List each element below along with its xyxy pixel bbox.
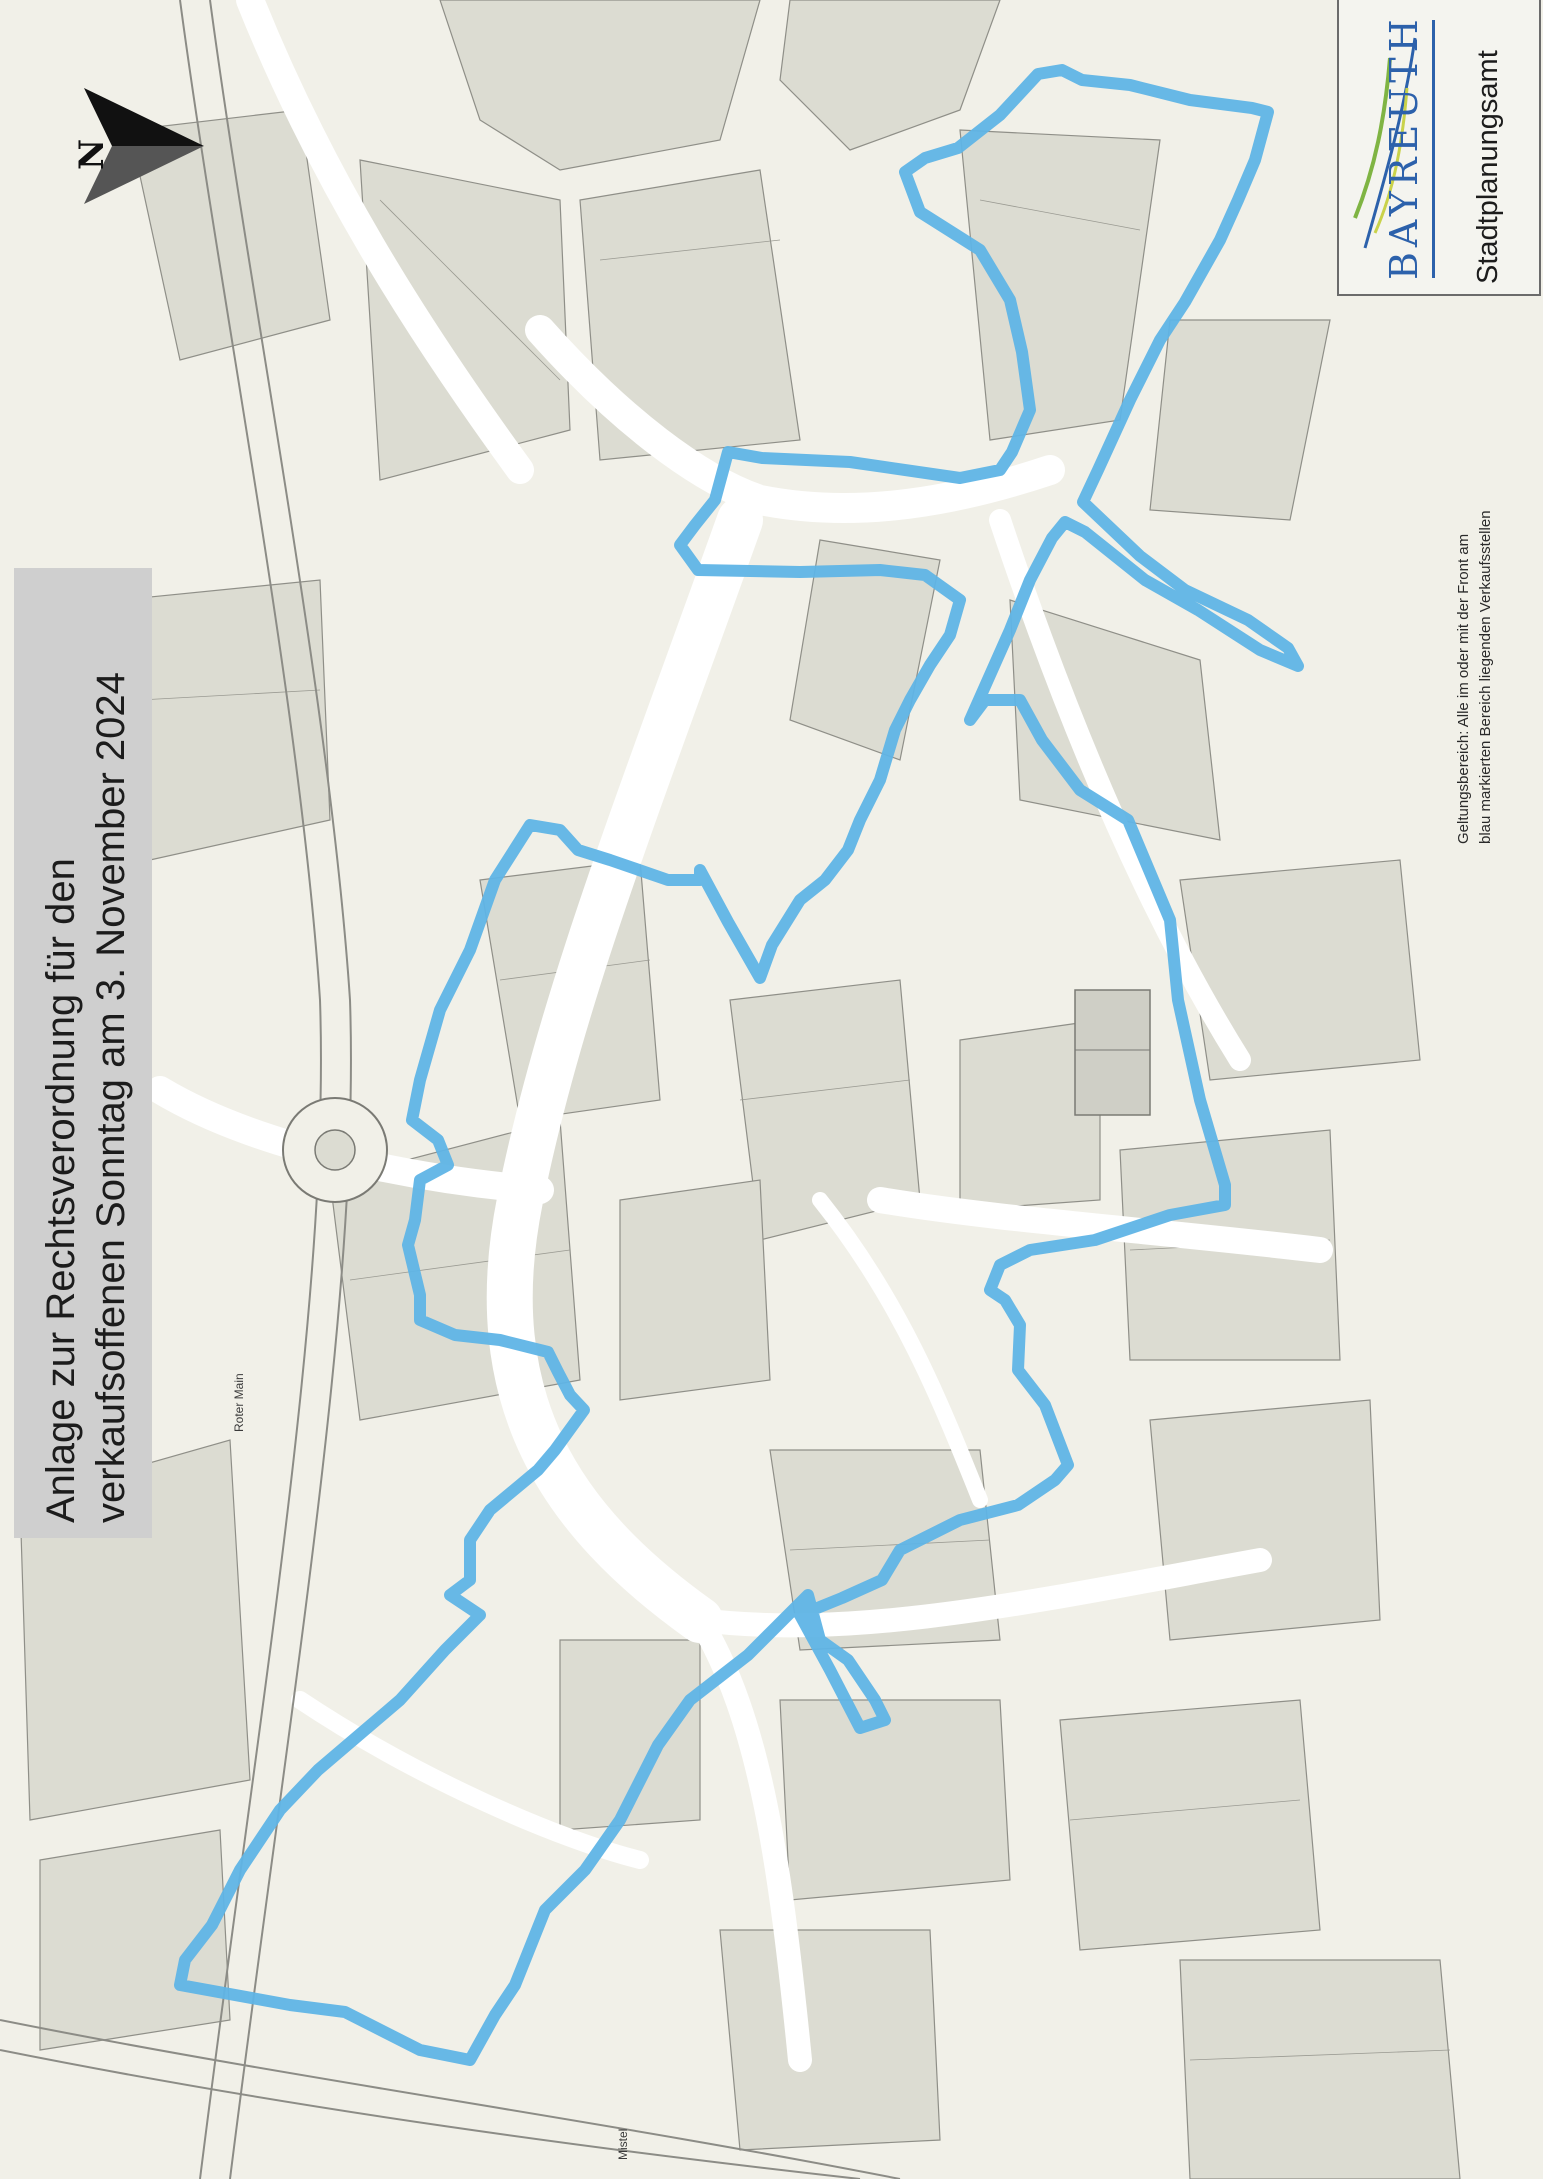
logo-swoosh-icon <box>1353 37 1417 249</box>
street-label-roter-main: Roter Main <box>232 1373 246 1432</box>
church-building <box>1074 989 1151 1116</box>
north-label: N <box>72 138 112 170</box>
logo-box <box>1337 0 1541 296</box>
ring-road <box>0 0 901 2179</box>
roundabout <box>282 1097 388 1203</box>
logo-department: Stadtplanungsamt <box>1472 50 1504 284</box>
building-blocks <box>19 0 1461 2179</box>
title-text: Anlage zur Rechtsverordnung für den verk… <box>36 593 136 1523</box>
title-line-1: Anlage zur Rechtsverordnung für den <box>39 858 83 1523</box>
legend-line-1: Geltungsbereich: Alle im oder mit der Fr… <box>1455 533 1472 844</box>
shopping-area-boundary <box>174 64 1304 2066</box>
legend-line-2: blau markierten Bereich liegenden Verkau… <box>1477 510 1494 844</box>
title-line-2: verkaufsoffenen Sonntag am 3. November 2… <box>89 672 133 1523</box>
north-arrow-icon <box>64 88 214 204</box>
title-box: Anlage zur Rechtsverordnung für den verk… <box>14 568 152 1538</box>
street-label-mistel: Mistel <box>616 2128 630 2160</box>
logo-divider <box>1432 20 1435 278</box>
logo-city-name: BAYREUTH <box>1382 14 1426 280</box>
